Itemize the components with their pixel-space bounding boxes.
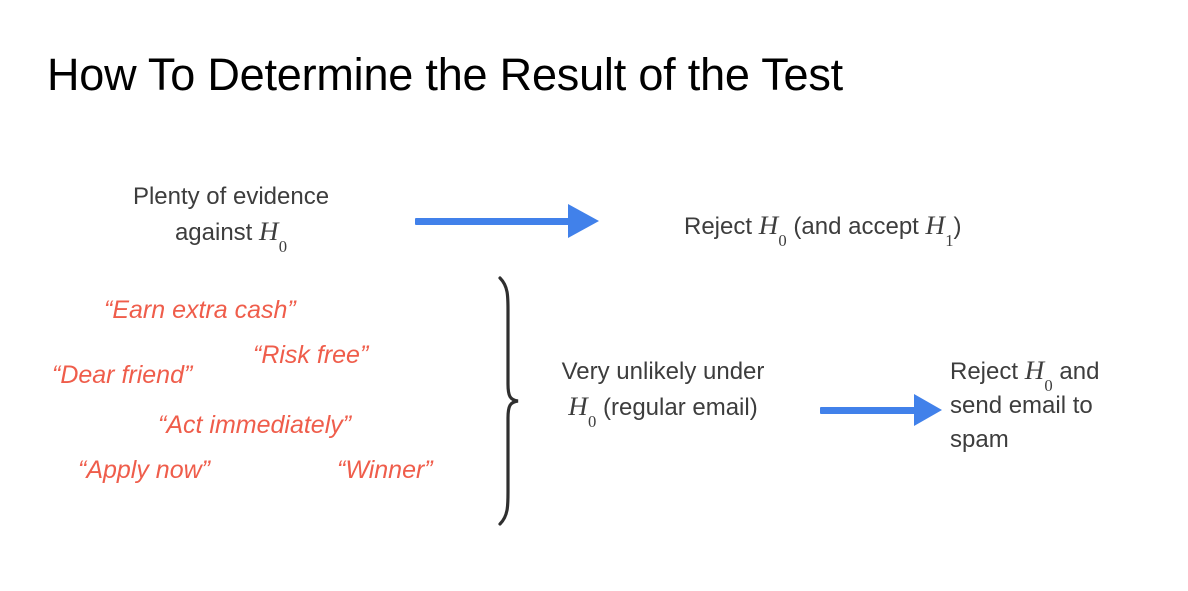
unlikely-line-2-suffix: (regular email) xyxy=(596,394,758,421)
alt-hypothesis-symbol: H1 xyxy=(925,210,954,249)
page-title: How To Determine the Result of the Test xyxy=(47,49,843,100)
right-arrow-icon-top xyxy=(415,204,599,238)
h-glyph: H xyxy=(1024,355,1045,385)
right-arrow-icon-bottom xyxy=(820,394,942,426)
spam-phrase: “Winner” xyxy=(337,456,433,484)
h-subscript: 0 xyxy=(1044,375,1053,395)
unlikely-under-h0-label: Very unlikely under H0 (regular email) xyxy=(532,355,794,430)
spam-phrase: “Apply now” xyxy=(78,456,210,484)
null-hypothesis-symbol: H0 xyxy=(568,391,596,430)
h-subscript: 0 xyxy=(588,411,597,431)
arrow-head xyxy=(914,394,942,426)
h-glyph: H xyxy=(925,210,946,240)
evidence-line-2-prefix: against xyxy=(174,219,259,246)
spam-phrase: “Act immediately” xyxy=(158,411,352,439)
spam-phrase: “Risk free” xyxy=(253,341,369,369)
arrow-shaft xyxy=(820,406,918,414)
reject-prefix: Reject xyxy=(950,358,1025,385)
reject-line-2: send email to xyxy=(950,392,1093,419)
null-hypothesis-symbol: H0 xyxy=(1024,355,1053,394)
reject-suffix: ) xyxy=(953,213,962,240)
reject-prefix: Reject xyxy=(684,213,759,240)
null-hypothesis-symbol: H0 xyxy=(259,216,287,255)
h-glyph: H xyxy=(259,216,279,246)
h-subscript: 0 xyxy=(278,236,288,256)
evidence-label: Plenty of evidence against H0 xyxy=(96,180,366,255)
right-curly-brace-icon xyxy=(488,276,532,526)
reject-accept-label: Reject H0 (and accept H1) xyxy=(684,208,962,249)
reject-middle: (and accept xyxy=(786,213,926,240)
h-glyph: H xyxy=(568,391,588,421)
spam-phrase: “Earn extra cash” xyxy=(104,296,296,324)
reject-line-1-suffix: and xyxy=(1052,358,1100,385)
null-hypothesis-symbol: H0 xyxy=(758,210,787,249)
spam-phrase: “Dear friend” xyxy=(52,361,193,389)
h-subscript: 0 xyxy=(778,230,787,250)
h-subscript: 1 xyxy=(945,230,954,250)
brace-shape xyxy=(498,276,519,526)
reject-send-to-spam-label: Reject H0 and send email to spam xyxy=(950,353,1160,457)
evidence-line-1: Plenty of evidence xyxy=(132,183,330,210)
arrow-shaft xyxy=(415,217,573,225)
h-glyph: H xyxy=(758,210,779,240)
arrow-head xyxy=(568,204,599,238)
unlikely-line-1: Very unlikely under xyxy=(561,358,765,385)
reject-line-3: spam xyxy=(950,426,1009,453)
